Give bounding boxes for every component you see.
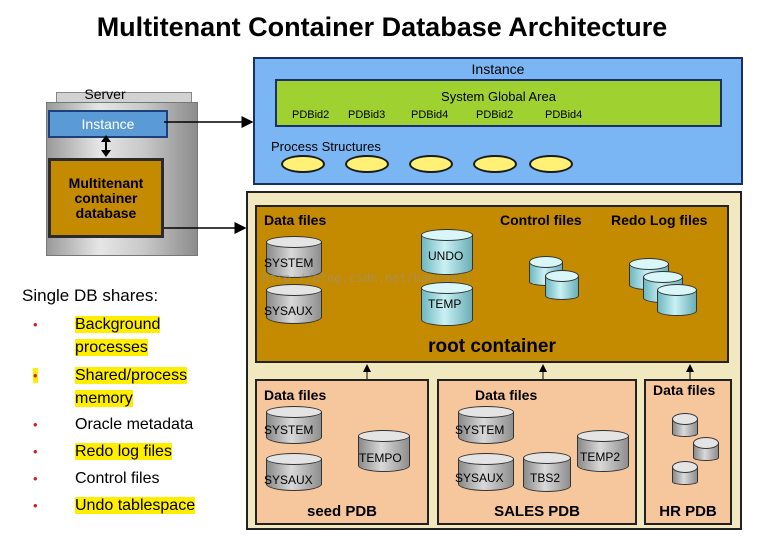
root-sysaux-cylinder (266, 284, 322, 324)
list-item-text: Redo log files (75, 440, 172, 463)
list-bullet: • (33, 498, 38, 513)
watermark-text: http://blog.csdn.net/haoroyjj (262, 271, 472, 285)
root-sysaux-label: SYSAUX (264, 304, 313, 318)
hr-datafile-cylinder (672, 461, 698, 485)
sales-datafiles-label: Data files (475, 387, 538, 403)
seed-system-cylinder (266, 406, 322, 444)
redo-log-cylinder (657, 284, 697, 316)
root-container-title: root container (428, 336, 556, 357)
list-bullet: • (33, 317, 38, 332)
root-system-label: SYSTEM (264, 256, 314, 270)
sga-pdb-id: PDBid3 (348, 109, 386, 121)
server-label: Server (84, 86, 126, 102)
list-bullet: • (33, 368, 38, 383)
root-datafiles-label: Data files (264, 212, 327, 228)
list-item-label: Oracle metadata (75, 416, 194, 433)
sga-pdb-id: PDBid4 (545, 109, 583, 121)
list-bullet: • (33, 444, 38, 459)
sales-tbs2-label: TBS2 (530, 471, 561, 485)
list-item-text: Undo tablespace (75, 494, 196, 517)
list-item-label: Background processes (75, 316, 161, 356)
page-title: Multitenant Container Database Architect… (96, 12, 668, 42)
sales-temp2-cylinder (577, 430, 629, 472)
hr-datafiles-label: Data files (653, 382, 716, 398)
root-undo-cylinder (421, 229, 473, 275)
list-item-text: Shared/process memory (75, 364, 225, 410)
seed-sysaux-cylinder (266, 453, 322, 491)
instance-label: Instance (471, 61, 525, 77)
root-temp-cylinder (421, 282, 473, 326)
server-database-box: Multitenant container database (48, 158, 164, 238)
sales-temp2-label: TEMP2 (580, 450, 621, 464)
process-oval (409, 155, 453, 173)
sales-sysaux-label: SYSAUX (455, 471, 504, 485)
shares-heading: Single DB shares: (22, 286, 159, 305)
sga-label: System Global Area (441, 89, 556, 104)
list-item-label: Redo log files (75, 443, 172, 460)
list-item-text: Oracle metadata (75, 413, 193, 436)
list-item-text: Background processes (75, 313, 190, 359)
sga-pdb-id: PDBid2 (476, 109, 514, 121)
server-database-label: Multitenant container database (68, 174, 144, 221)
seed-tempo-label: TEMPO (359, 451, 402, 465)
sga-pdb-id: PDBid2 (292, 109, 330, 121)
root-undo-label: UNDO (428, 249, 464, 263)
sales-tbs2-cylinder (523, 452, 571, 492)
sales-system-label: SYSTEM (455, 423, 505, 437)
seed-pdb-title: seed PDB (306, 503, 378, 520)
sga-box (275, 79, 722, 127)
process-structures-label: Process Structures (271, 139, 381, 154)
seed-datafiles-label: Data files (264, 387, 327, 403)
list-bullet: • (33, 417, 38, 432)
process-oval (529, 155, 573, 173)
root-controlfiles-label: Control files (500, 212, 582, 228)
hr-datafile-cylinder (672, 413, 698, 437)
seed-system-label: SYSTEM (264, 423, 314, 437)
sales-sysaux-cylinder (458, 453, 514, 491)
list-item-label: Undo tablespace (75, 497, 196, 514)
root-system-cylinder (266, 236, 322, 278)
sales-system-cylinder (458, 406, 514, 444)
control-file-cylinder (545, 270, 579, 300)
root-temp-label: TEMP (428, 297, 462, 311)
hr-datafile-cylinder (693, 437, 719, 461)
sales-pdb-title: SALES PDB (494, 503, 580, 520)
process-oval (345, 155, 389, 173)
process-oval (473, 155, 517, 173)
process-oval (281, 155, 325, 173)
sga-pdb-id: PDBid4 (411, 109, 449, 121)
list-item-text: Control files (75, 467, 159, 490)
list-item-label: Shared/process memory (75, 367, 188, 407)
seed-tempo-cylinder (358, 430, 410, 472)
list-item-label: Control files (75, 470, 160, 487)
seed-sysaux-label: SYSAUX (264, 473, 313, 487)
list-bullet: • (33, 471, 38, 486)
hr-pdb-title: HR PDB (659, 503, 717, 520)
server-instance-box: Instance (48, 110, 168, 138)
root-redo-label: Redo Log files (611, 212, 708, 228)
